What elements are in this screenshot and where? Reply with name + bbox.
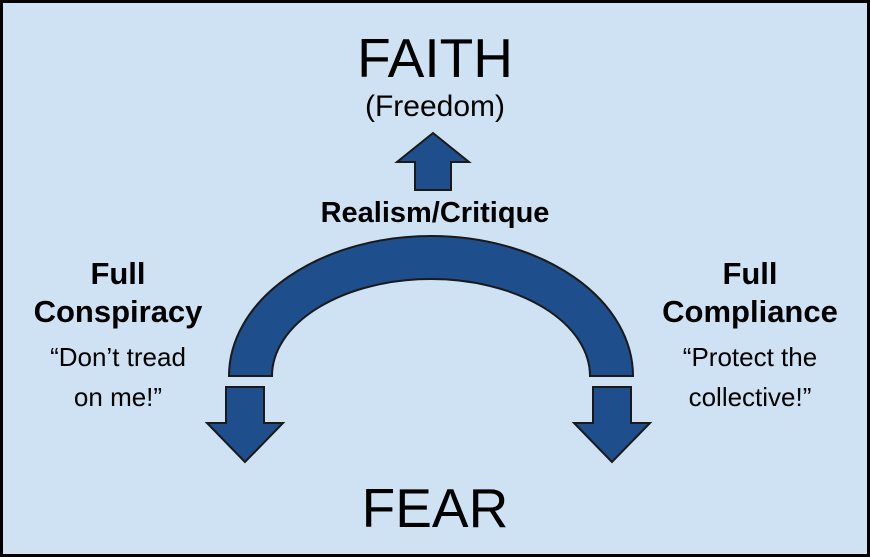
arch-arrow-body <box>227 235 635 377</box>
right-heading-line2: Compliance <box>662 294 838 329</box>
right-heading-line1: Full <box>722 256 778 291</box>
right-quote-line2: collective!” <box>688 382 812 412</box>
left-quote-line2: on me!” <box>73 382 163 412</box>
diagram-shapes <box>204 131 653 464</box>
left-heading-line1: Full <box>90 256 146 291</box>
down-arrow-right-icon <box>571 386 653 464</box>
left-quote-line1: “Don’t tread <box>50 342 186 372</box>
faith-title: FAITH <box>357 27 513 89</box>
left-heading-line2: Conspiracy <box>33 294 203 329</box>
right-label-block: Full Compliance “Protect the collective!… <box>635 255 865 417</box>
up-arrow-icon <box>394 131 472 191</box>
fear-title: FEAR <box>361 477 509 539</box>
freedom-subtitle: (Freedom) <box>364 90 506 123</box>
realism-critique-label: Realism/Critique <box>320 197 550 229</box>
down-arrow-left-icon <box>204 386 286 464</box>
left-label-block: Full Conspiracy “Don’t tread on me!” <box>3 255 233 417</box>
right-quote-line1: “Protect the <box>682 342 818 372</box>
